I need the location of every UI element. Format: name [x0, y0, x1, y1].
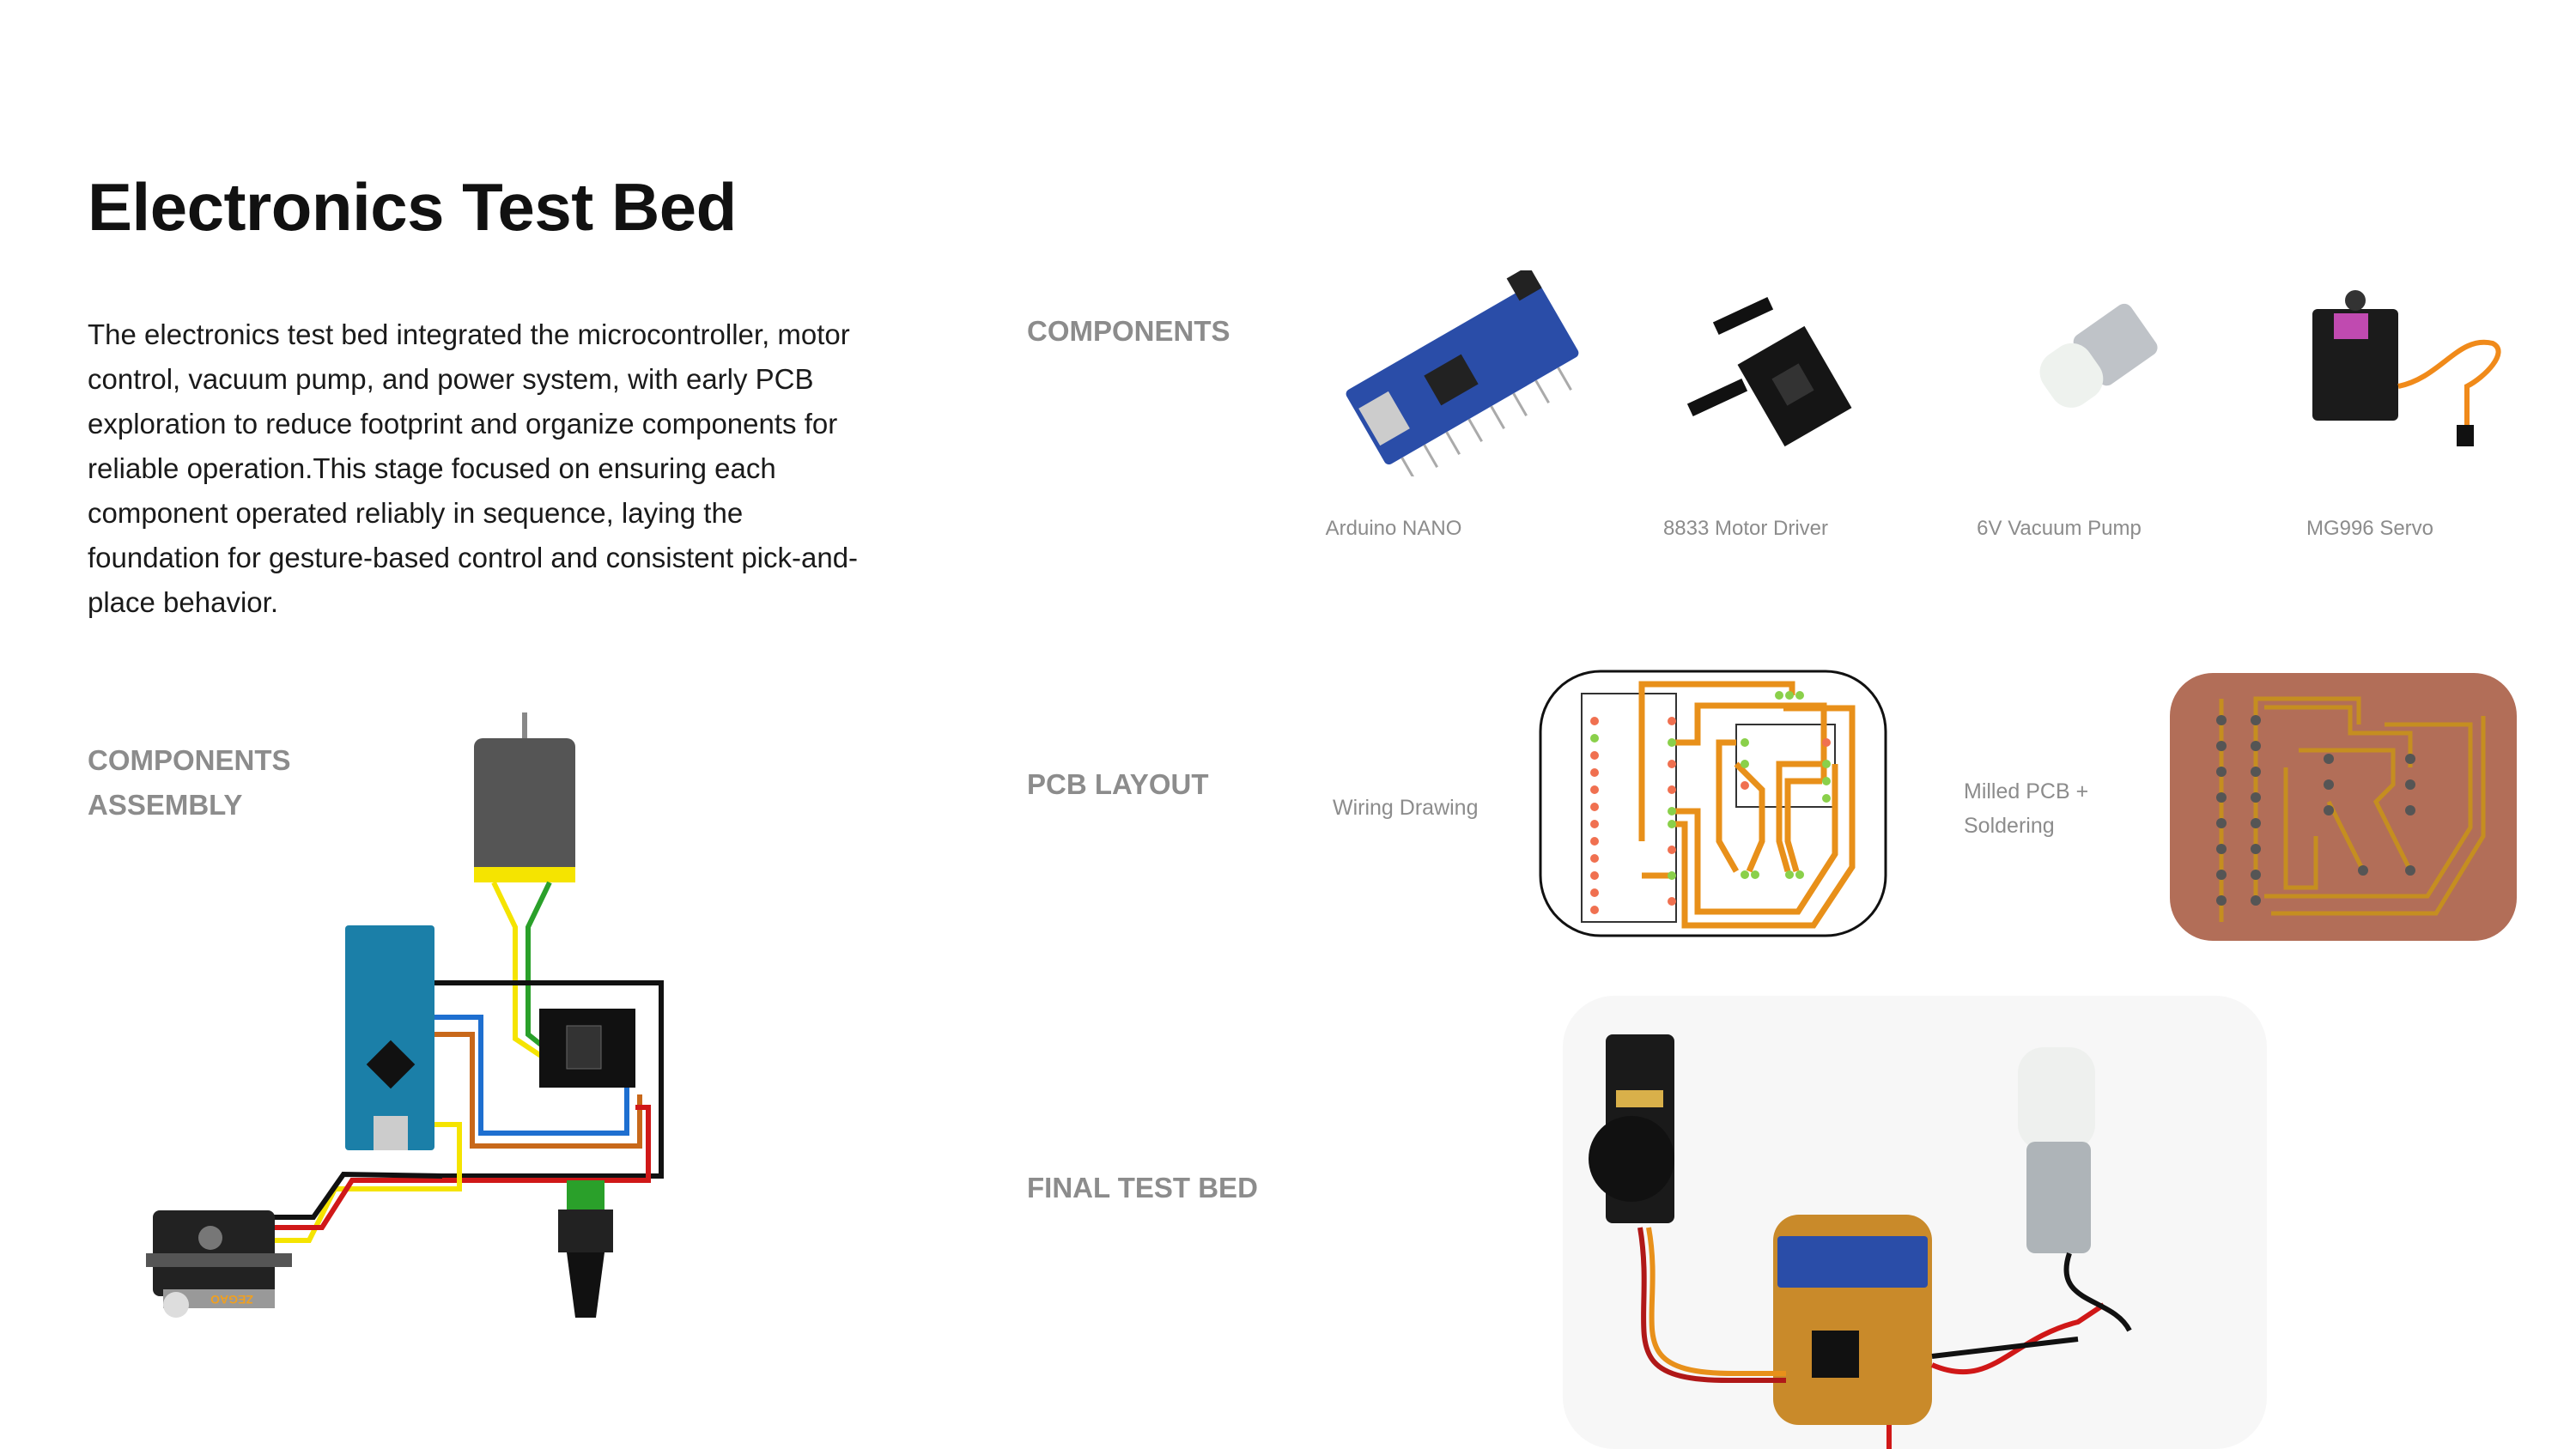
dc-motor-illustration	[474, 712, 575, 882]
assembly-label-line1: COMPONENTS	[88, 744, 291, 776]
milled-pcb-caption-line2: Soldering	[1964, 814, 2055, 838]
final-test-bed-label: FINAL TEST BED	[1027, 1172, 1258, 1203]
caption-vacuum-pump: 6V Vacuum Pump	[1977, 517, 2142, 540]
pcb-layout-label: PCB LAYOUT	[1027, 768, 1209, 800]
page-title: Electronics Test Bed	[88, 169, 737, 245]
motor-driver-image	[1686, 296, 1852, 447]
milled-pcb-image	[2170, 673, 2517, 941]
pump-photo	[2018, 1047, 2095, 1253]
components-label: COMPONENTS	[1027, 315, 1230, 347]
servo-photo	[1589, 1034, 1674, 1223]
assembly-label: COMPONENTS ASSEMBLY	[88, 738, 291, 828]
assembly-diagram: ZEGAO	[146, 712, 664, 1318]
arduino-nano-image	[1346, 270, 1579, 476]
dc-jack-illustration	[558, 1180, 613, 1318]
milled-pcb-caption: Milled PCB + Soldering	[1964, 774, 2088, 843]
wiring-drawing-caption: Wiring Drawing	[1333, 796, 1479, 820]
milled-pcb-caption-line1: Milled PCB +	[1964, 779, 2089, 803]
description-paragraph: The electronics test bed integrated the …	[88, 318, 859, 618]
servo-image	[2312, 290, 2501, 446]
caption-motor-driver: 8833 Motor Driver	[1662, 517, 1829, 540]
arduino-nano-illustration	[345, 925, 434, 1150]
assembly-label-line2: ASSEMBLY	[88, 789, 243, 821]
svg-text:ZEGAO: ZEGAO	[210, 1293, 253, 1307]
servo-illustration: ZEGAO	[146, 1210, 292, 1318]
caption-servo: MG996 Servo	[2306, 517, 2434, 540]
caption-arduino-nano: Arduino NANO	[1325, 517, 1462, 540]
vacuum-pump-image	[2039, 303, 2158, 408]
final-test-bed-image	[1563, 996, 2267, 1449]
motor-driver-illustration	[539, 1009, 635, 1088]
wiring-drawing-image	[1539, 670, 1887, 937]
pcb-photo	[1773, 1215, 1932, 1425]
